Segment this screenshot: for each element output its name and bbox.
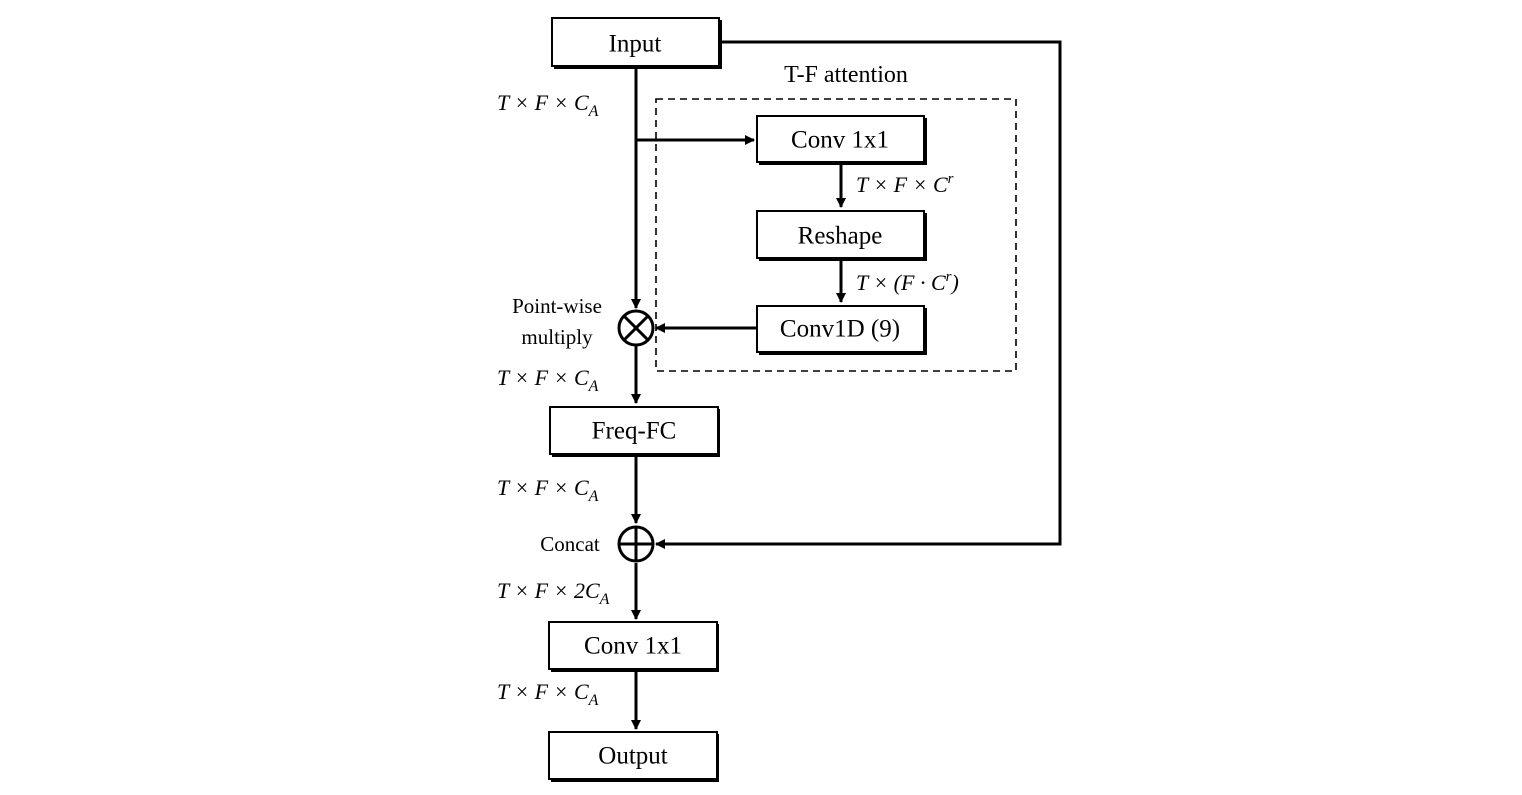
multiply-label-line1: Point-wise bbox=[512, 294, 602, 318]
dim-freqfc-out: T × F × CA bbox=[497, 475, 599, 505]
conv-out-label: Conv 1x1 bbox=[584, 633, 682, 660]
concat-label: Concat bbox=[540, 532, 600, 556]
input-label: Input bbox=[609, 31, 662, 58]
dim-input-out: T × F × CA bbox=[497, 90, 599, 120]
conv-attn-node: Conv 1x1 bbox=[756, 115, 927, 165]
conv1d-label: Conv1D (9) bbox=[780, 316, 900, 343]
input-node: Input bbox=[551, 17, 722, 69]
reshape-node: Reshape bbox=[756, 210, 927, 261]
conv1d-node: Conv1D (9) bbox=[756, 305, 927, 355]
multiply-operator bbox=[617, 309, 655, 347]
dim-multiply-out: T × F × CA bbox=[497, 365, 599, 395]
output-node: Output bbox=[548, 731, 719, 782]
conv-attn-label: Conv 1x1 bbox=[791, 127, 889, 154]
output-label: Output bbox=[598, 743, 668, 770]
conv-out-node: Conv 1x1 bbox=[548, 621, 719, 672]
tf-attention-group bbox=[655, 98, 1017, 372]
freq-fc-node: Freq-FC bbox=[549, 406, 720, 457]
concat-operator bbox=[617, 525, 655, 563]
dim-conv-out-out: T × F × CA bbox=[497, 679, 599, 709]
multiply-label-line2: multiply bbox=[521, 325, 593, 349]
dim-conv-attn-out: T × F × Cr bbox=[856, 171, 954, 197]
tf-attention-title: T-F attention bbox=[784, 62, 908, 88]
dim-concat-out: T × F × 2CA bbox=[497, 578, 610, 608]
dim-reshape-out: T × (F · Cr) bbox=[856, 269, 959, 295]
freq-fc-label: Freq-FC bbox=[592, 418, 677, 445]
reshape-label: Reshape bbox=[798, 223, 883, 250]
wire-skip-connection bbox=[655, 40, 1062, 549]
